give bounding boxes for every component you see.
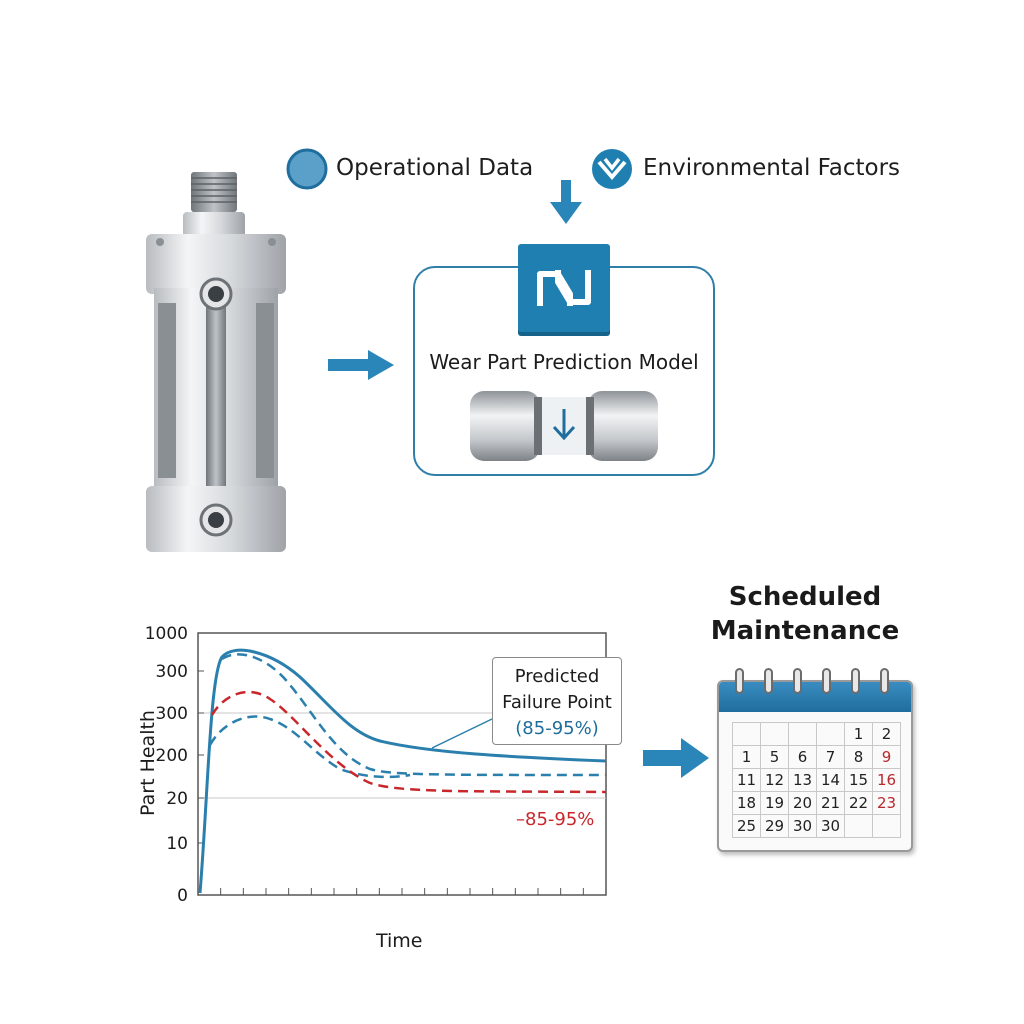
calendar-header <box>719 682 911 712</box>
operational-data-label: Operational Data <box>336 155 534 181</box>
y-tick-label: 20 <box>166 789 188 809</box>
y-tick-label: 200 <box>156 746 188 766</box>
y-tick-label: 300 <box>156 662 188 682</box>
calendar-day: 8 <box>845 746 873 769</box>
calendar-day <box>733 723 761 746</box>
down-arrow-small-icon <box>552 409 576 441</box>
pneumatic-cylinder-image <box>146 172 286 552</box>
calendar-day: 30 <box>817 815 845 838</box>
series-line-dashed-red <box>210 690 607 794</box>
chevron-badge-icon <box>592 149 632 189</box>
calendar-day: 5 <box>761 746 789 769</box>
calendar-day: 18 <box>733 792 761 815</box>
callout-line1: Predicted <box>514 666 600 687</box>
calendar-day: 14 <box>817 769 845 792</box>
calendar-ring <box>880 668 889 694</box>
y-tick-label: 0 <box>177 886 188 906</box>
y-axis-label: Part Health <box>136 710 159 816</box>
predicted-failure-callout: Predicted Failure Point (85-95%) <box>492 657 622 745</box>
model-title: Wear Part Prediction Model <box>429 350 699 374</box>
red-range-label: –85-95% <box>516 809 594 830</box>
calendar-day: 19 <box>761 792 789 815</box>
calendar-day: 12 <box>761 769 789 792</box>
callout-range: (85-95%) <box>515 718 599 739</box>
calendar-day: 25 <box>733 815 761 838</box>
calendar-ring <box>822 668 831 694</box>
calendar-day: 7 <box>817 746 845 769</box>
series-line-solid <box>198 648 607 894</box>
environmental-factors-group <box>590 147 634 195</box>
calendar-day: 9 <box>873 746 901 769</box>
calendar-day: 15 <box>845 769 873 792</box>
calendar-day: 11 <box>733 769 761 792</box>
calendar-day <box>817 723 845 746</box>
maintenance-title-line2: Maintenance <box>710 616 900 646</box>
calendar-day: 23 <box>873 792 901 815</box>
callout-line2: Failure Point <box>502 692 612 713</box>
calendar-day: 20 <box>789 792 817 815</box>
calendar-day: 29 <box>761 815 789 838</box>
calendar-day <box>761 723 789 746</box>
calendar-day: 2 <box>873 723 901 746</box>
circle-icon <box>286 148 328 190</box>
y-tick-label: 1000 <box>145 624 188 644</box>
y-tick-label: 10 <box>166 834 188 854</box>
calendar-ring <box>851 668 860 694</box>
environmental-factors-label: Environmental Factors <box>643 155 901 181</box>
calendar-day: 1 <box>733 746 761 769</box>
down-arrow-icon <box>550 180 582 224</box>
calendar-day: 1 <box>845 723 873 746</box>
wear-part-image <box>470 391 658 461</box>
right-arrow-icon <box>643 738 709 778</box>
series-line-dashed-lower <box>208 715 411 779</box>
y-tick-label: 300 <box>156 704 188 724</box>
calendar-day: 21 <box>817 792 845 815</box>
calendar-day: 6 <box>789 746 817 769</box>
model-logo-icon <box>518 244 610 332</box>
calendar-day <box>845 815 873 838</box>
calendar-ring <box>735 668 744 694</box>
calendar-day: 30 <box>789 815 817 838</box>
callout-leader <box>431 718 493 749</box>
calendar-day: 13 <box>789 769 817 792</box>
x-axis-label: Time <box>376 930 423 952</box>
right-arrow-icon <box>328 350 394 380</box>
maintenance-title: Scheduled Maintenance <box>690 580 920 648</box>
calendar-ring <box>764 668 773 694</box>
calendar-day: 16 <box>873 769 901 792</box>
maintenance-title-line1: Scheduled <box>728 582 882 612</box>
calendar-day <box>789 723 817 746</box>
calendar-ring <box>793 668 802 694</box>
operational-data-group <box>285 147 329 195</box>
calendar-day <box>873 815 901 838</box>
calendar-day: 22 <box>845 792 873 815</box>
series-line-dashed-upper <box>221 653 607 777</box>
